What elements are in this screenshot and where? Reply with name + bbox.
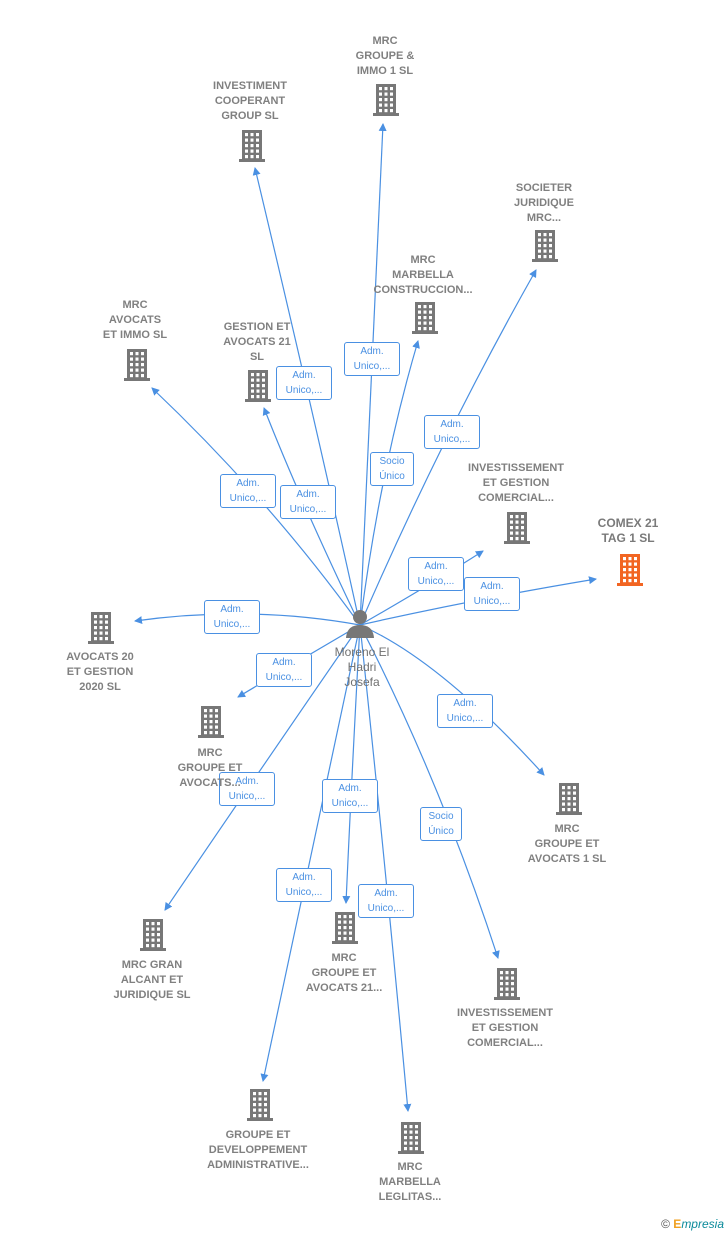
edge-label-n4[interactable]: Socio Único [370,452,414,486]
company-building-icon[interactable] [556,783,582,815]
edge-label-n13[interactable]: Adm. Unico,... [322,779,378,813]
company-building-icon[interactable] [140,919,166,951]
company-building-icon[interactable] [239,130,265,162]
company-label-n10[interactable]: MRC GROUPE ET AVOCATS... [177,747,243,789]
brand-initial: E [673,1217,682,1231]
edge-label-n9[interactable]: Adm. Unico,... [204,600,260,634]
company-building-icon[interactable] [504,512,530,544]
company-label-n14[interactable]: INVESTISSEMENT ET GESTION COMERCIAL... [457,1007,553,1049]
person-icon[interactable] [346,610,374,638]
edge-label-n5[interactable]: Adm. Unico,... [220,474,276,508]
edge-n15 [260,624,361,1082]
company-label-n15[interactable]: GROUPE ET DEVELOPPEMENT ADMINISTRATIVE..… [207,1129,309,1171]
company-label-n6[interactable]: GESTION ET AVOCATS 21 SL [223,321,291,363]
edge-label-n1[interactable]: Adm. Unico,... [344,342,400,376]
company-label-n4[interactable]: MRC MARBELLA CONSTRUCCION... [373,254,473,296]
company-label-n7[interactable]: INVESTISSEMENT ET GESTION COMERCIAL... [468,462,564,504]
edge-n12 [164,624,361,911]
company-label-n8[interactable]: COMEX 21 TAG 1 SL [597,516,659,545]
company-building-icon[interactable] [617,554,643,586]
company-label-n9[interactable]: AVOCATS 20 ET GESTION 2020 SL [66,651,134,693]
company-label-n3[interactable]: SOCIETER JURIDIQUE MRC... [514,182,574,224]
company-label-n12[interactable]: MRC GRAN ALCANT ET JURIDIQUE SL [113,959,191,1001]
company-building-icon[interactable] [412,302,438,334]
company-label-n13[interactable]: MRC GROUPE ET AVOCATS 21... [305,952,383,994]
footer-brand: © Empresia [661,1217,724,1231]
edge-n13 [342,624,361,904]
edge-label-n2[interactable]: Adm. Unico,... [276,366,332,400]
company-building-icon[interactable] [198,706,224,738]
company-building-icon[interactable] [398,1122,424,1154]
edge-label-n10[interactable]: Adm. Unico,... [256,653,312,687]
edge-label-n7[interactable]: Adm. Unico,... [408,557,464,591]
company-label-n16[interactable]: MRC MARBELLA LEGLITAS... [378,1161,442,1203]
edge-label-n6[interactable]: Adm. Unico,... [280,485,336,519]
edge-label-n12[interactable]: Adm. Unico,... [219,772,275,806]
company-building-icon[interactable] [88,612,114,644]
company-label-n11[interactable]: MRC GROUPE ET AVOCATS 1 SL [527,823,607,865]
company-label-n5[interactable]: MRC AVOCATS ET IMMO SL [102,299,168,341]
brand-name: mpresia [681,1217,724,1231]
copyright-symbol: © [661,1217,670,1231]
edge-label-n8[interactable]: Adm. Unico,... [464,577,520,611]
edge-label-n11[interactable]: Adm. Unico,... [437,694,493,728]
company-building-icon[interactable] [124,349,150,381]
company-building-icon[interactable] [532,230,558,262]
company-building-icon[interactable] [494,968,520,1000]
edge-n2 [252,167,361,626]
person-name-label[interactable]: Moreno El Hadri Josefa [334,645,390,689]
edge-n16 [359,624,412,1112]
edge-label-n16[interactable]: Adm. Unico,... [358,884,414,918]
edge-n14 [359,624,500,959]
company-label-n2[interactable]: INVESTIMENT COOPERANT GROUP SL [213,80,287,122]
company-building-icon[interactable] [373,84,399,116]
company-building-icon[interactable] [245,370,271,402]
company-building-icon[interactable] [247,1089,273,1121]
edge-label-n15[interactable]: Adm. Unico,... [276,868,332,902]
edge-label-n14[interactable]: Socio Único [420,807,462,841]
edge-n11 [359,624,545,776]
edge-label-n3[interactable]: Adm. Unico,... [424,415,480,449]
company-building-icon[interactable] [332,912,358,944]
company-label-n1[interactable]: MRC GROUPE & IMMO 1 SL [355,35,415,77]
